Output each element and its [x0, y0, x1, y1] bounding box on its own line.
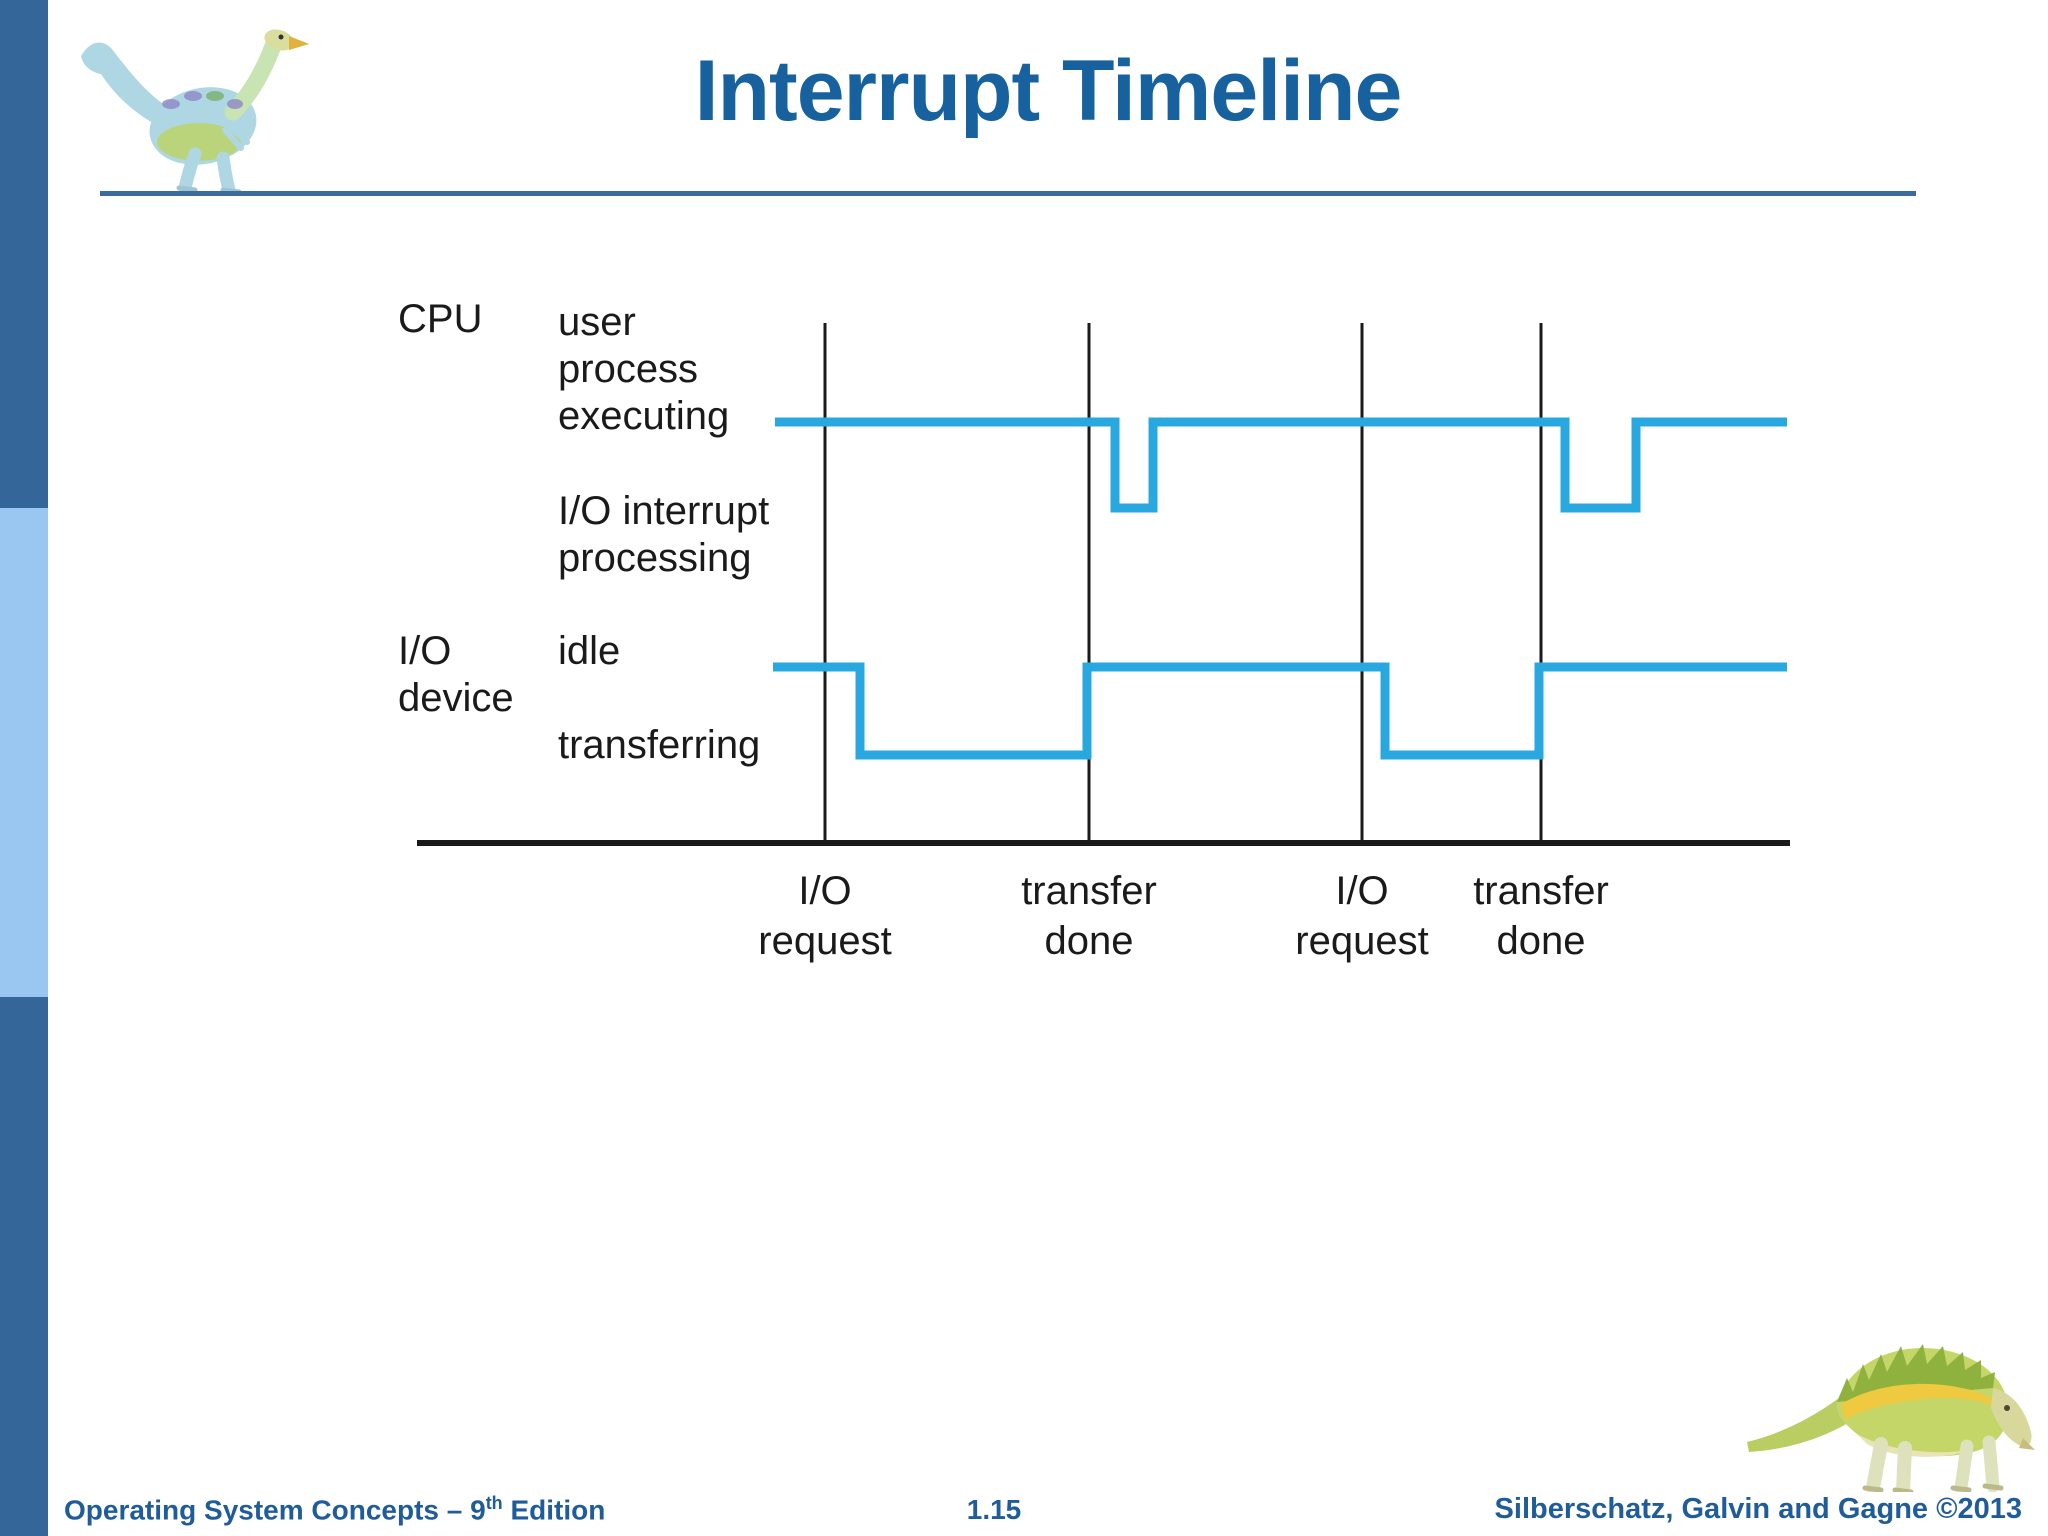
cpu-state-interrupt-label: I/O interrupt processing	[558, 489, 770, 580]
dinosaur-logo-top-left	[81, 29, 309, 192]
title-underline	[100, 191, 1916, 196]
io-device-row-label: I/O device	[398, 629, 514, 720]
cpu-state-executing-label: user process executing	[558, 300, 730, 438]
event-label-transfer-done-1: transfer done	[1021, 869, 1157, 963]
footer-book-title: Operating System Concepts – 9th Edition	[64, 1493, 605, 1526]
footer-authors: Silberschatz, Galvin and Gagne ©2013	[1494, 1493, 2022, 1525]
sidebar-band-middle	[0, 508, 48, 997]
footer-page-number: 1.15	[966, 1494, 1022, 1525]
sidebar-band-top	[0, 0, 48, 508]
cpu-row-label: CPU	[398, 297, 483, 341]
footer-edition-text: Edition	[502, 1494, 606, 1525]
device-state-idle-label: idle	[558, 629, 621, 673]
sidebar-band-bottom	[0, 997, 48, 1536]
footer-book-title-text: Operating System Concepts – 9	[64, 1494, 486, 1525]
sidebar	[0, 0, 48, 1536]
slide-title: Interrupt Timeline	[694, 43, 1403, 139]
footer-edition-sup: th	[485, 1492, 503, 1513]
event-label-transfer-done-2: transfer done	[1473, 869, 1609, 963]
event-label-io-request-1: I/O request	[758, 869, 892, 963]
dinosaur-logo-bottom-right	[1747, 1344, 2035, 1492]
io-device-wave	[773, 662, 1787, 760]
cpu-activity-wave	[775, 417, 1787, 513]
device-state-transferring-label: transferring	[558, 723, 761, 767]
event-label-io-request-2: I/O request	[1295, 869, 1429, 963]
